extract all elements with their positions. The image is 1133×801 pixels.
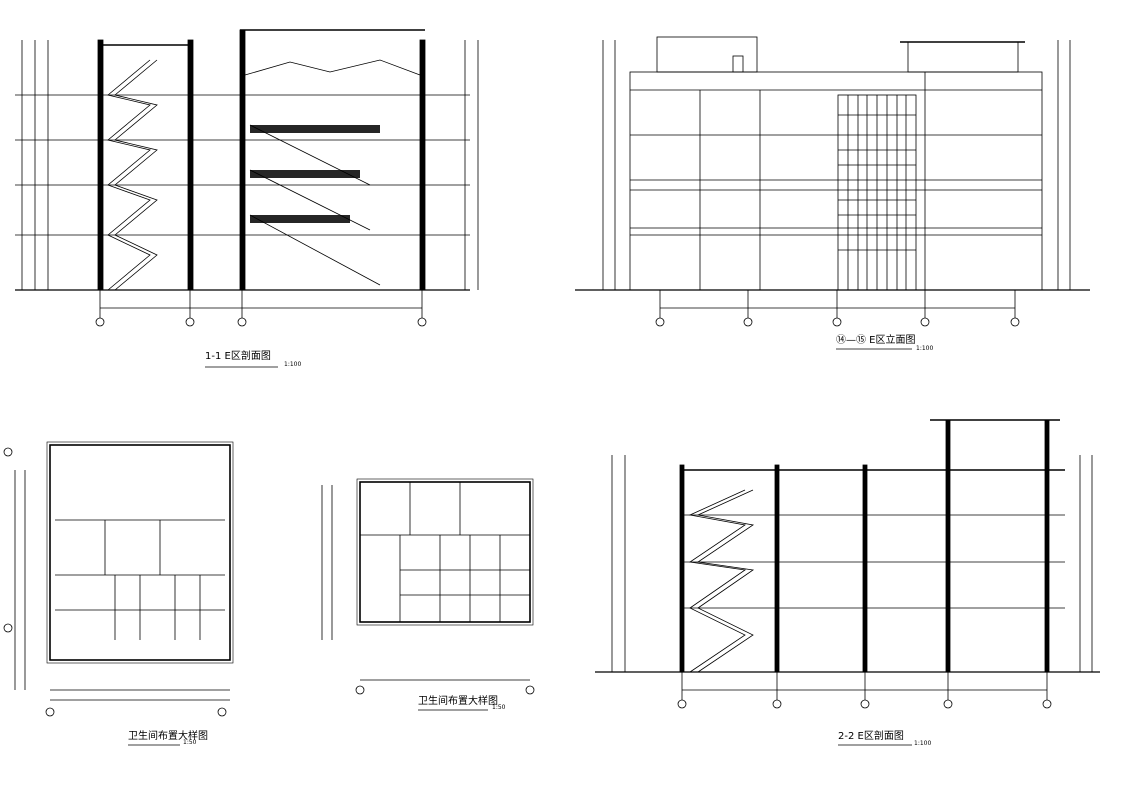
section-1-1-scale: 1:100 [284,361,302,368]
elevation-title: ⑭—⑮ E区立面图 [836,335,916,346]
section-2-2-title: 2-2 E区剖面图 [838,731,904,742]
elevation-scale: 1:100 [916,345,934,352]
toilet-plan-b-title: 卫生间布置大样图 [418,696,498,707]
elevation-drawing [575,36,1090,350]
toilet-plan-b-drawing [321,478,535,711]
section-1-1-title: 1-1 E区剖面图 [205,351,271,362]
toilet-plan-a-title: 卫生间布置大样图 [128,731,208,742]
section-2-2-scale: 1:100 [914,740,932,747]
toilet-plan-b-scale: 1:50 [492,704,506,711]
toilet-plan-a-scale: 1:50 [183,739,197,746]
section-1-1-drawing [15,29,479,368]
section-2-2-drawing [595,419,1100,746]
toilet-plan-a-drawing [3,441,234,746]
